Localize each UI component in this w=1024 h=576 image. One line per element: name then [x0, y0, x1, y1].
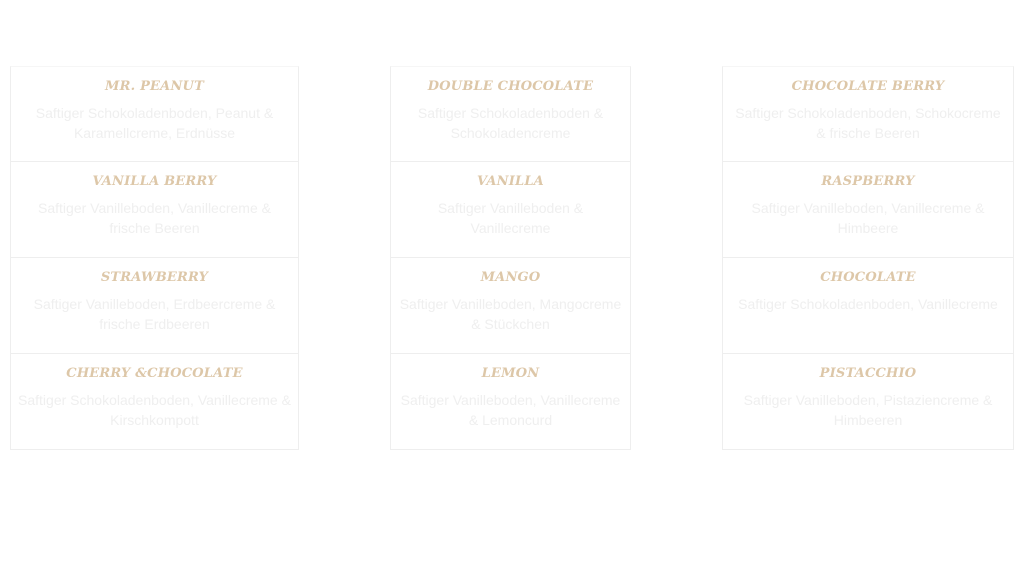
menu-column-left: MR. PEANUT Saftiger Schokoladenboden, Pe… — [10, 66, 299, 450]
menu-item-description: Saftiger Schokoladenboden & Schokoladenc… — [417, 105, 604, 141]
menu-item: MR. PEANUT Saftiger Schokoladenboden, Pe… — [10, 66, 299, 162]
menu-item-description: Saftiger Schokoladenboden, Vanillecreme — [738, 296, 998, 312]
menu-item: PISTACCHIO Saftiger Vanilleboden, Pistaz… — [722, 354, 1014, 450]
menu-column-right: CHOCOLATE BERRY Saftiger Schokoladenbode… — [722, 66, 1014, 450]
menu-item-description: Saftiger Schokoladenboden, Schokocreme &… — [735, 105, 1001, 141]
menu-item-name: VANILLA BERRY — [92, 174, 217, 189]
menu-item-name: RASPBERRY — [821, 174, 915, 189]
menu-item-name: MANGO — [480, 270, 541, 285]
menu-item-name: DOUBLE CHOCOLATE — [427, 79, 594, 94]
menu-item-name: STRAWBERRY — [100, 270, 209, 285]
menu-item: CHOCOLATE Saftiger Schokoladenboden, Van… — [722, 258, 1014, 354]
menu-item: VANILLA BERRY Saftiger Vanilleboden, Van… — [10, 162, 299, 258]
menu-item-name: PISTACCHIO — [819, 366, 917, 381]
menu-item-name: CHERRY &CHOCOLATE — [66, 366, 243, 381]
menu-item-name: VANILLA — [477, 174, 544, 189]
menu-item-description: Saftiger Vanilleboden, Erdbeercreme & fr… — [33, 296, 276, 332]
menu-item-description: Saftiger Vanilleboden & Vanillecreme — [437, 200, 584, 236]
menu-item-description: Saftiger Vanilleboden, Mangocreme & Stüc… — [399, 296, 622, 332]
menu-item: CHERRY &CHOCOLATE Saftiger Schokoladenbo… — [10, 354, 299, 450]
menu-item-description: Saftiger Vanilleboden, Vanillecreme & Hi… — [751, 200, 985, 236]
menu-item-description: Saftiger Vanilleboden, Pistaziencreme & … — [743, 392, 993, 428]
menu-item: VANILLA Saftiger Vanilleboden & Vanillec… — [390, 162, 631, 258]
menu-item-name: CHOCOLATE BERRY — [791, 79, 945, 94]
menu-item-description: Saftiger Schokoladenboden, Peanut & Kara… — [35, 105, 274, 141]
menu-column-center: DOUBLE CHOCOLATE Saftiger Schokoladenbod… — [390, 66, 631, 450]
menu-item-name: CHOCOLATE — [820, 270, 916, 285]
menu-item-description: Saftiger Vanilleboden, Vanillecreme & fr… — [38, 200, 271, 236]
menu-item: RASPBERRY Saftiger Vanilleboden, Vanille… — [722, 162, 1014, 258]
menu-item: LEMON Saftiger Vanilleboden, Vanillecrem… — [390, 354, 631, 450]
menu-item: MANGO Saftiger Vanilleboden, Mangocreme … — [390, 258, 631, 354]
menu-item: DOUBLE CHOCOLATE Saftiger Schokoladenbod… — [390, 66, 631, 162]
menu-item-name: MR. PEANUT — [105, 79, 204, 94]
menu-item-description: Saftiger Schokoladenboden, Vanillecreme … — [18, 392, 291, 428]
menu-item: STRAWBERRY Saftiger Vanilleboden, Erdbee… — [10, 258, 299, 354]
menu-item: CHOCOLATE BERRY Saftiger Schokoladenbode… — [722, 66, 1014, 162]
menu-item-name: LEMON — [481, 366, 540, 381]
menu-item-description: Saftiger Vanilleboden, Vanillecreme & Le… — [400, 392, 621, 428]
